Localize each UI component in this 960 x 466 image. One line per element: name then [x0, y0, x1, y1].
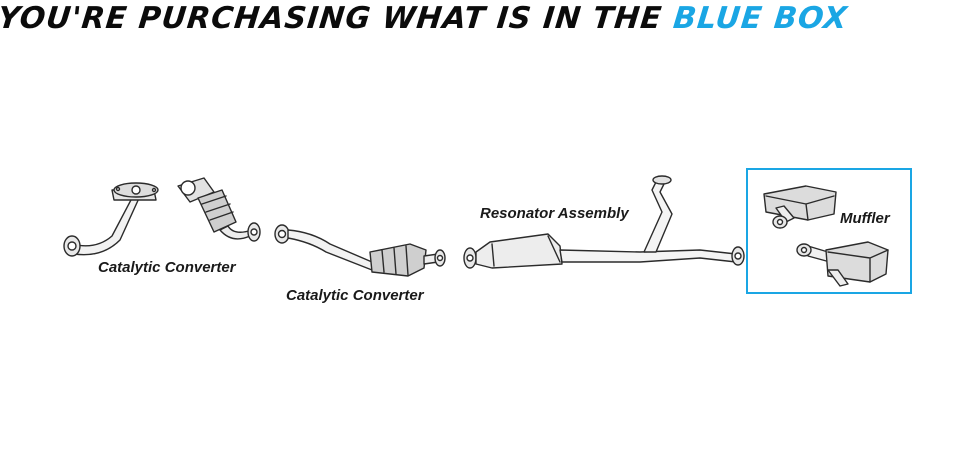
resonator-assembly-label: Resonator Assembly [480, 205, 629, 222]
catalytic-converter-2-drawing [274, 224, 446, 277]
muffler-label: Muffler [840, 210, 890, 227]
catalytic-converter-1-drawing [177, 177, 261, 242]
blue-selection-box [746, 168, 912, 294]
catalytic-converter-1-label: Catalytic Converter [98, 259, 236, 276]
catalytic-converter-2-label: Catalytic Converter [286, 287, 424, 304]
resonator-assembly-drawing [463, 175, 745, 269]
front-pipe-drawing [63, 182, 159, 257]
muffler-drawing [763, 185, 889, 287]
